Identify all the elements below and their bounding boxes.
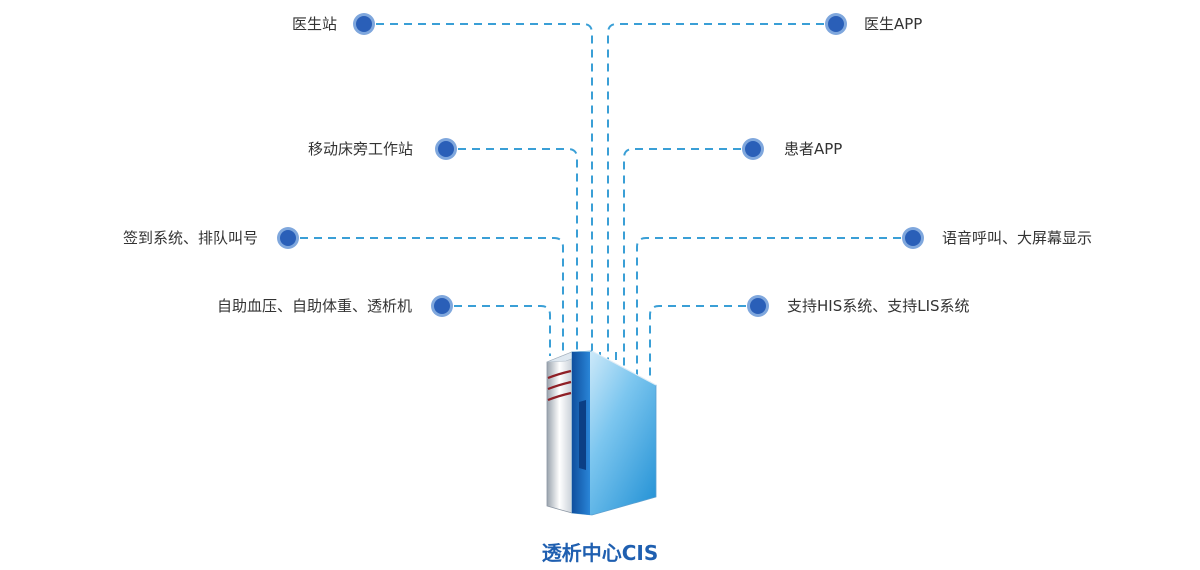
node-dot-voice-call-display bbox=[905, 230, 921, 246]
node-label-voice-call-display: 语音呼叫、大屏幕显示 bbox=[942, 229, 1093, 247]
connector-self-service-devices bbox=[454, 305, 551, 356]
connector-patient-app bbox=[623, 148, 741, 378]
server-icon bbox=[546, 350, 657, 516]
connector-doctor-app bbox=[607, 23, 824, 378]
node-label-mobile-bedside-station: 移动床旁工作站 bbox=[307, 140, 413, 158]
connector-lines bbox=[300, 23, 901, 382]
node-dots bbox=[277, 13, 924, 317]
node-dot-his-lis-support bbox=[750, 298, 766, 314]
node-label-doctor-app: 医生APP bbox=[864, 15, 923, 33]
connector-voice-call-display bbox=[636, 237, 901, 378]
connector-checkin-queue bbox=[300, 237, 564, 356]
center-system-title: 透析中心CIS bbox=[541, 541, 659, 565]
node-dot-doctor-station bbox=[356, 16, 372, 32]
connector-his-lis-support bbox=[649, 305, 746, 382]
node-dot-self-service-devices bbox=[434, 298, 450, 314]
node-label-self-service-devices: 自助血压、自助体重、透析机 bbox=[216, 297, 412, 315]
node-label-doctor-station: 医生站 bbox=[291, 15, 337, 33]
node-label-patient-app: 患者APP bbox=[784, 140, 843, 158]
node-label-his-lis-support: 支持HIS系统、支持LIS系统 bbox=[787, 297, 970, 315]
node-dot-checkin-queue bbox=[280, 230, 296, 246]
connector-mobile-bedside-station bbox=[458, 148, 578, 356]
connector-doctor-station bbox=[376, 23, 593, 356]
node-dot-mobile-bedside-station bbox=[438, 141, 454, 157]
node-dot-doctor-app bbox=[828, 16, 844, 32]
node-label-checkin-queue: 签到系统、排队叫号 bbox=[122, 229, 258, 247]
node-dot-patient-app bbox=[745, 141, 761, 157]
